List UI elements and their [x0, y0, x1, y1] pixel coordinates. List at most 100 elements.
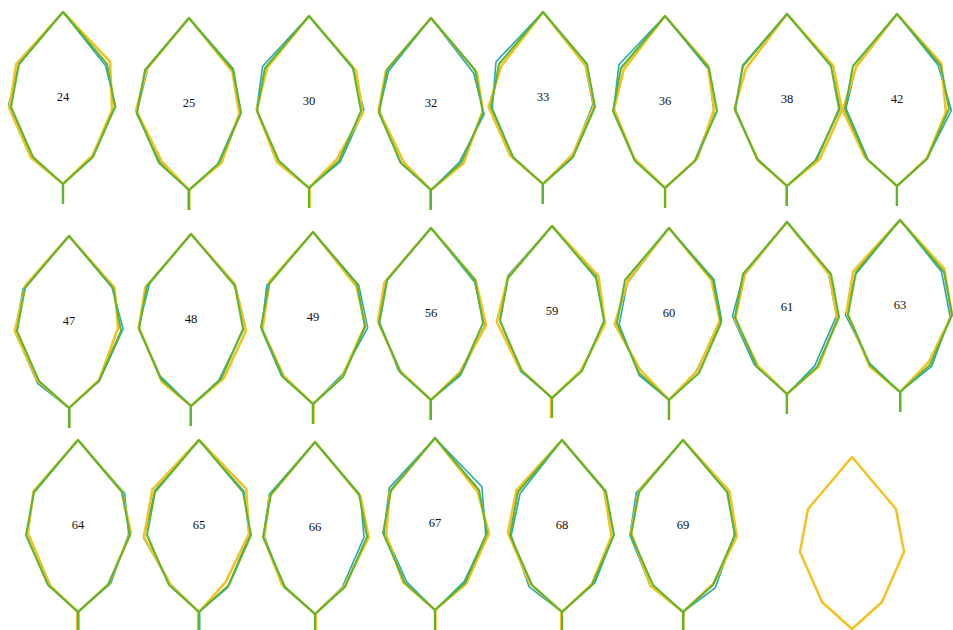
leaf-stem	[430, 400, 432, 420]
leaf-outline: 42	[842, 12, 952, 212]
leaf-stem	[434, 610, 436, 630]
leaf-shape	[732, 220, 842, 420]
leaf-number: 33	[488, 88, 598, 106]
leaf-stem	[785, 186, 788, 206]
leaf-outline: 49	[258, 230, 368, 430]
leaf-stem	[308, 188, 310, 208]
leaf-number: 24	[8, 88, 118, 106]
leaf-stem	[664, 188, 666, 208]
leaf-number: 69	[628, 516, 738, 534]
leaf-stem	[68, 408, 71, 428]
leaf-shape	[376, 16, 486, 216]
leaf-stem	[542, 184, 544, 204]
leaf-outline: 69	[628, 438, 738, 630]
leaf-outline: 64	[23, 438, 133, 630]
leaf-outline: 56	[376, 226, 486, 426]
leaf-stem	[312, 404, 315, 424]
leaf-stem	[896, 186, 898, 206]
leaf-outline: 67	[380, 436, 490, 630]
leaf-outline: 47	[14, 234, 124, 434]
leaf-stem	[668, 400, 670, 420]
leaf-stem	[197, 612, 200, 630]
leaf-stem	[429, 400, 432, 420]
leaf-shape	[376, 226, 486, 426]
leaf-stem	[682, 612, 685, 630]
leaf-outline: 65	[144, 438, 254, 630]
leaf-stem	[786, 394, 789, 414]
leaf-stem	[542, 184, 544, 204]
leaf-stem	[189, 406, 192, 426]
leaf-stem	[550, 398, 552, 418]
leaf-stem	[664, 188, 666, 208]
leaf-outline: 66	[260, 440, 370, 630]
leaf-shape	[380, 436, 490, 630]
leaf-stem	[188, 190, 190, 210]
leaf-stem	[786, 394, 788, 414]
leaf-stem	[308, 188, 311, 208]
leaf-outline: 63	[845, 218, 953, 418]
leaf-number: 63	[845, 296, 953, 314]
leaf-outline: 25	[134, 16, 244, 216]
leaf-outline: 68	[507, 438, 617, 630]
leaf-stem	[429, 190, 431, 210]
leaf-number: 66	[260, 518, 370, 536]
leaf-stem	[561, 612, 563, 630]
leaf-stem	[308, 188, 310, 208]
leaf-outline: 33	[488, 10, 598, 210]
leaf-number: 48	[136, 310, 246, 328]
leaf-stem	[683, 612, 685, 630]
leaf-stem	[786, 186, 788, 206]
leaf-number: 36	[610, 92, 720, 110]
leaf-shape	[614, 226, 724, 426]
leaf-stem	[77, 612, 79, 630]
leaf-number: 49	[258, 308, 368, 326]
leaf-stem	[434, 610, 437, 630]
leaf-number: 42	[842, 90, 952, 108]
leaf-outline: 36	[610, 14, 720, 214]
leaf-shape	[842, 12, 952, 212]
leaf-shape	[497, 224, 607, 424]
leaf-stem	[434, 610, 436, 630]
leaf-stem	[541, 184, 544, 204]
leaf-stem	[68, 408, 70, 428]
leaf-number: 38	[732, 90, 842, 108]
leaf-shape	[258, 230, 368, 430]
leaf-stem	[550, 398, 553, 418]
leaf-shape	[507, 438, 617, 630]
leaf-stem	[314, 614, 316, 630]
leaf-stem	[786, 394, 788, 414]
leaf-outline: 24	[8, 10, 118, 210]
leaf-stem	[895, 186, 898, 206]
leaf-stem	[668, 400, 670, 420]
leaf-outline: 30	[254, 14, 364, 214]
leaf-stem	[429, 190, 432, 210]
leaf-stem	[190, 406, 192, 426]
leaf-number: 47	[14, 312, 124, 330]
leaf-stem	[198, 612, 200, 630]
leaf-stem	[899, 392, 902, 412]
leaf-stem	[63, 184, 65, 204]
leaf-stem	[560, 612, 563, 630]
leaf-number: 60	[614, 304, 724, 322]
leaf-stem	[668, 400, 671, 420]
leaf-stem	[78, 612, 80, 630]
leaf-stem	[896, 186, 898, 206]
leaf-stem	[430, 190, 432, 210]
leaf-stem	[62, 184, 64, 204]
leaf-shape	[254, 14, 364, 214]
leaf-stem	[430, 400, 432, 420]
leaf-number: 59	[497, 302, 607, 320]
leaf-number: 32	[376, 94, 486, 112]
leaf-outline: 38	[732, 12, 842, 212]
leaf-stem	[312, 404, 314, 424]
leaf-stem	[188, 190, 190, 210]
reference-outline	[800, 457, 904, 629]
leaf-stem	[190, 406, 192, 426]
leaf-outline: 59	[497, 224, 607, 424]
leaf-shape	[628, 438, 738, 630]
leaf-stem	[899, 392, 901, 412]
leaf-shape	[134, 16, 244, 216]
leaf-outline: 48	[136, 232, 246, 432]
leaf-number: 61	[732, 298, 842, 316]
